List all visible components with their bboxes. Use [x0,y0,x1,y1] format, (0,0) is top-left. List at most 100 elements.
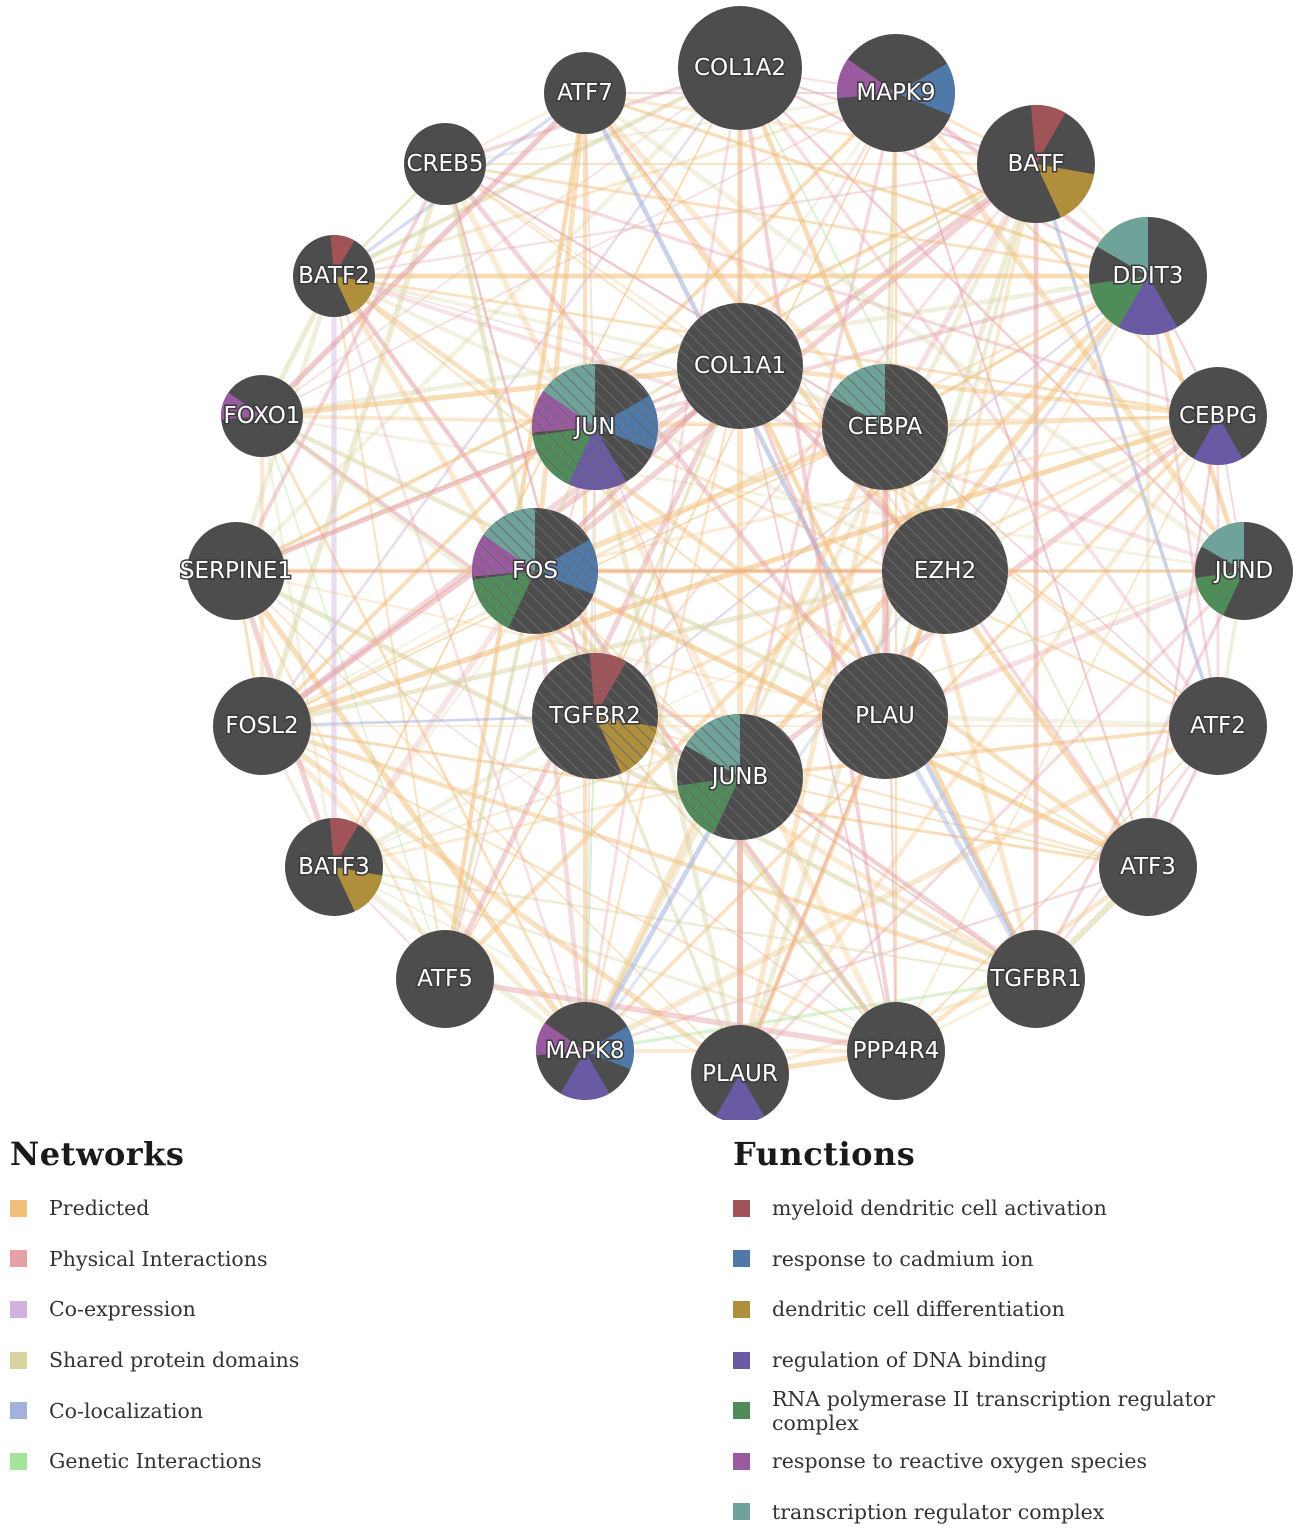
edge-atf2-cebpa [884,426,1219,727]
node-label: TGFBR2 [548,703,641,729]
gene-node-junb[interactable]: JUNB [677,714,803,840]
edge-mapk8-fos [532,570,588,1052]
query-hatch [532,653,658,779]
gene-node-atf5[interactable]: ATF5 [396,930,494,1028]
networks-legend-title: Networks [10,1135,185,1173]
edge-atf3-mapk8 [584,865,1149,1053]
edge-ppp4r4-tgfbr2 [593,715,898,1052]
gene-node-creb5[interactable]: CREB5 [404,123,486,205]
function-slice-rnapol [1195,571,1244,616]
function-legend-swatch [733,1503,750,1521]
edge-batf-serpine1 [235,162,1037,573]
node-label: SERPINE1 [180,558,292,584]
gene-node-col1a1[interactable]: COL1A1 [677,303,803,429]
node-label: CEBPA [848,414,923,440]
edge-mapk9-jund [893,91,1247,573]
gene-node-col1a2[interactable]: COL1A2 [678,6,802,130]
edge-cebpg-col1a1 [739,363,1219,419]
edge-mapk9-cebpg [894,91,1220,418]
function-slice-dendritic_diff [334,867,383,912]
gene-node-tgfbr2[interactable]: TGFBR2 [532,653,658,779]
edge-serpine1-plau [235,569,886,718]
function-slice-dna_binding [560,1051,610,1101]
gene-node-cebpa[interactable]: CEBPA [822,364,948,490]
gene-node-fosl2[interactable]: FOSL2 [213,677,311,775]
gene-node-cebpg[interactable]: CEBPG [1169,367,1267,466]
edge-ppp4r4-col1a1 [739,365,897,1052]
edge-batf2-col1a1 [333,274,741,368]
edge-foxo1-col1a1 [261,363,741,419]
edge-creb5-tgfbr2 [443,163,597,717]
gene-node-tgfbr1[interactable]: TGFBR1 [987,930,1085,1028]
function-slice-myeloid [329,818,359,867]
edge-creb5-cebpa [444,162,886,429]
edge-col1a2-atf3 [739,67,1149,868]
network-legend-label: Co-expression [49,1297,196,1322]
node-label: FOXO1 [224,403,301,429]
edge-tgfbr1-mapk8 [584,977,1037,1053]
gene-node-atf3[interactable]: ATF3 [1099,818,1197,916]
node-circle [187,522,285,620]
edge-batf-plaur [737,163,1039,1075]
edge-col1a1-plau [738,365,887,717]
nodes-layer: COL1A2MAPK9BATFDDIT3CEBPGJUNDATF2ATF3TGF… [178,6,1293,1120]
function-slice-dna_binding [1118,276,1178,336]
gene-node-serpine1[interactable]: SERPINE1 [178,522,294,620]
network-legend-label: Co-localization [49,1398,204,1423]
node-circle [691,1025,789,1120]
edge-jund-batf3 [333,570,1245,868]
functions-legend-title: Functions [733,1135,916,1173]
edge-mapk8-serpine1 [233,569,588,1053]
function-legend-item-myeloid: myeloid dendritic cell activation [733,1183,1300,1234]
network-legend-item-shared_domains: Shared protein domains [10,1335,299,1386]
network-legend-item-coexpression: Co-expression [10,1284,299,1335]
function-slice-dendritic_diff [334,276,375,314]
gene-node-batf[interactable]: BATF [977,104,1095,223]
function-slice-rnapol [1089,276,1148,330]
gene-node-atf2[interactable]: ATF2 [1169,677,1267,775]
network-legend-swatch [10,1250,27,1268]
edge-atf3-junb [739,776,1149,868]
edge-col1a2-fosl2 [260,67,742,727]
node-circle [678,6,802,130]
gene-node-plaur[interactable]: PLAUR [691,1025,789,1120]
gene-node-atf7[interactable]: ATF7 [544,52,626,134]
gene-node-mapk9[interactable]: MAPK9 [836,34,955,152]
gene-node-mapk8[interactable]: MAPK8 [536,1002,635,1101]
edge-plaur-jun [592,426,743,1075]
edge-ddit3-atf7 [584,91,1149,278]
gene-node-ppp4r4[interactable]: PPP4R4 [847,1002,945,1100]
function-legend-label: response to cadmium ion [772,1246,1034,1271]
function-legend-item-rnapol: RNA polymerase II transcription regulato… [733,1385,1300,1436]
function-slice-myeloid [330,235,355,276]
edge-col1a1-tgfbr2 [593,365,742,717]
node-label: BATF2 [298,263,370,289]
function-legend-label: dendritic cell differentiation [772,1297,1065,1322]
node-label: BATF3 [298,854,370,880]
gene-node-jun[interactable]: JUN [531,364,658,491]
network-legend-swatch [10,1199,27,1217]
gene-node-jund[interactable]: JUND [1195,522,1293,620]
edge-mapk8-foxo1 [260,415,587,1052]
gene-node-foxo1[interactable]: FOXO1 [221,375,303,457]
node-label: ATF2 [1190,713,1246,739]
gene-node-ddit3[interactable]: DDIT3 [1089,217,1207,336]
edges-layer [233,66,1247,1077]
network-legend-item-predicted: Predicted [10,1183,299,1234]
node-label: MAPK8 [545,1038,624,1064]
node-circle [987,930,1085,1028]
node-label: ATF3 [1120,854,1176,880]
gene-node-batf2[interactable]: BATF2 [293,235,375,317]
edge-jund-batf2 [333,274,1245,573]
gene-node-ezh2[interactable]: EZH2 [882,508,1008,634]
gene-node-batf3[interactable]: BATF3 [285,818,383,916]
function-legend-swatch [733,1250,750,1268]
function-slice-myeloid [1030,104,1066,164]
function-legend-label: transcription regulator complex [772,1499,1105,1524]
gene-node-fos[interactable]: FOS [471,508,598,634]
edge-atf3-batf2 [332,274,1150,869]
function-slice-cadmium [896,63,955,116]
edge-plaur-serpine1 [235,570,741,1075]
gene-node-plau[interactable]: PLAU [822,653,948,779]
edge-tgfbr1-tgfbr2 [593,713,1038,982]
